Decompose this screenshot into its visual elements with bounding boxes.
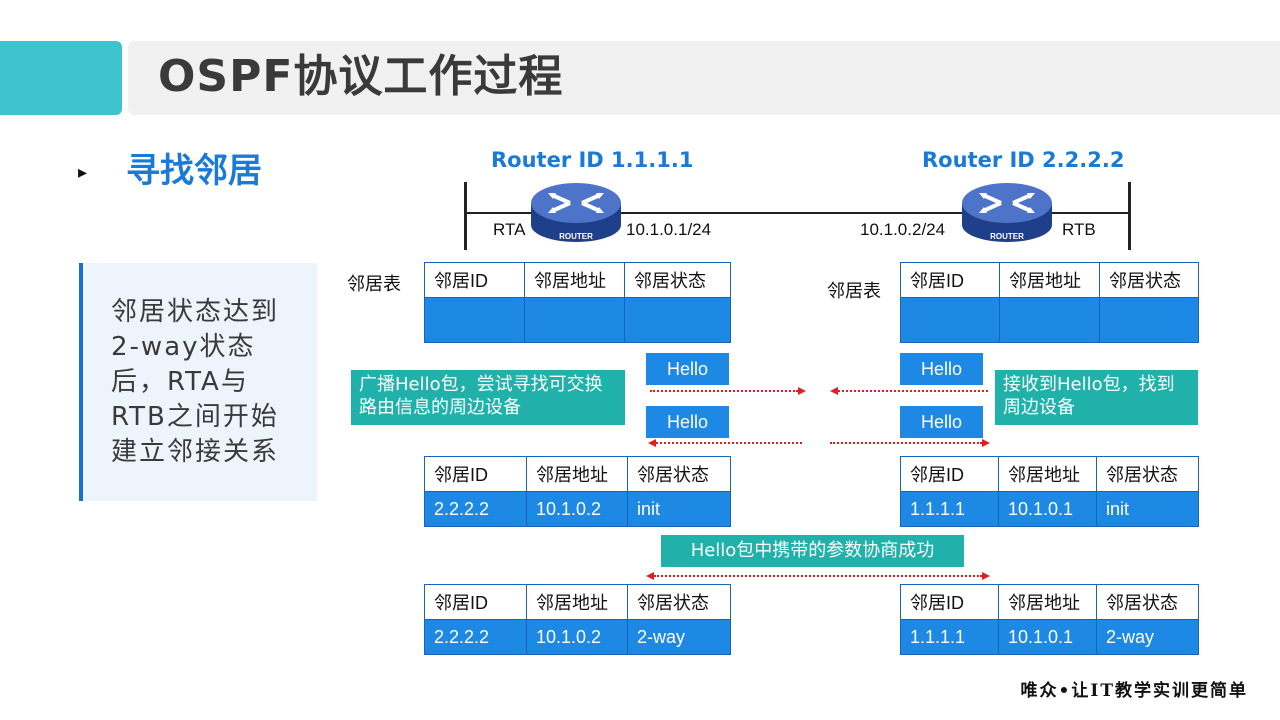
arrow-line-hello-reply-right: [830, 442, 982, 444]
neighbor-table-left-2way: 邻居ID 邻居地址 邻居状态 2.2.2.2 10.1.0.2 2-way: [424, 584, 731, 655]
rta-link-end: [464, 182, 467, 250]
hello-packet-right-top: Hello: [900, 353, 983, 385]
table-cell: 2-way: [627, 619, 731, 655]
neighbor-table-label-right: 邻居表: [827, 281, 881, 302]
note-box: 邻居状态达到2-way状态后，RTA与RTB之间开始建立邻接关系: [79, 263, 317, 501]
table-header-cell: 邻居地址: [526, 584, 628, 620]
rtb-name: RTB: [1062, 220, 1096, 239]
arrow-line-hello-out-left: [650, 390, 798, 392]
section-title: 寻找邻居: [126, 151, 262, 191]
rta-ip: 10.1.0.1/24: [626, 220, 712, 239]
link-line: [466, 212, 1130, 214]
arrow-line-hello-reply-left: [656, 442, 802, 444]
table-header-cell: 邻居ID: [900, 456, 999, 492]
table-cell: 2.2.2.2: [424, 619, 527, 655]
table-cell: 10.1.0.2: [526, 619, 628, 655]
table-header-cell: 邻居ID: [424, 262, 525, 298]
callout-negotiation-success: Hello包中携带的参数协商成功: [661, 535, 964, 567]
table-header-cell: 邻居ID: [424, 456, 527, 492]
router-a-icon: ROUTER: [531, 183, 621, 242]
hello-packet-left-top: Hello: [646, 353, 729, 385]
arrow-line-negotiation: [654, 575, 982, 577]
table-cell: [524, 297, 625, 343]
bullet-icon: ▸: [78, 162, 88, 183]
callout-broadcast: 广播Hello包，尝试寻找可交换路由信息的周边设备: [351, 370, 625, 425]
table-cell: [424, 297, 525, 343]
table-header-cell: 邻居地址: [999, 262, 1100, 298]
arrow-head-left-icon: [646, 572, 654, 580]
table-cell: init: [627, 491, 731, 527]
arrow-head-left-icon: [830, 387, 838, 395]
table-cell: [1099, 297, 1199, 343]
title-accent-bar: [0, 41, 122, 115]
table-header-cell: 邻居ID: [900, 584, 999, 620]
footer-slogan: 唯众•让IT教学实训更简单: [1020, 681, 1248, 701]
router-b-icon-text: ROUTER: [990, 232, 1024, 241]
neighbor-table-left-init: 邻居ID 邻居地址 邻居状态 2.2.2.2 10.1.0.2 init: [424, 456, 731, 527]
arrow-head-right-icon: [798, 387, 806, 395]
neighbor-table-right-2way: 邻居ID 邻居地址 邻居状态 1.1.1.1 10.1.0.1 2-way: [900, 584, 1199, 655]
neighbor-table-right-init: 邻居ID 邻居地址 邻居状态 1.1.1.1 10.1.0.1 init: [900, 456, 1199, 527]
neighbor-table-right-empty: 邻居ID 邻居地址 邻居状态: [900, 262, 1199, 343]
table-header-cell: 邻居地址: [526, 456, 628, 492]
table-header-cell: 邻居状态: [1096, 584, 1199, 620]
table-header-cell: 邻居状态: [1099, 262, 1199, 298]
hello-packet-left-bottom: Hello: [646, 406, 729, 438]
arrow-head-right-icon: [982, 439, 990, 447]
table-header-cell: 邻居地址: [998, 456, 1097, 492]
table-header-cell: 邻居状态: [627, 584, 731, 620]
table-cell: 1.1.1.1: [900, 619, 999, 655]
table-cell: init: [1096, 491, 1199, 527]
table-cell: [999, 297, 1100, 343]
table-cell: 1.1.1.1: [900, 491, 999, 527]
router-a-id: Router ID 1.1.1.1: [491, 148, 694, 172]
table-cell: [624, 297, 731, 343]
rtb-ip: 10.1.0.2/24: [860, 220, 946, 239]
arrow-head-left-icon: [648, 439, 656, 447]
neighbor-table-left-empty: 邻居ID 邻居地址 邻居状态: [424, 262, 731, 343]
rta-name: RTA: [493, 220, 526, 239]
note-text: 邻居状态达到2-way状态后，RTA与RTB之间开始建立邻接关系: [111, 297, 280, 467]
neighbor-table-label-left: 邻居表: [347, 274, 401, 295]
table-header-cell: 邻居状态: [1096, 456, 1199, 492]
table-cell: 10.1.0.1: [998, 491, 1097, 527]
hello-packet-right-bottom: Hello: [900, 406, 983, 438]
table-cell: [900, 297, 1000, 343]
callout-received: 接收到Hello包，找到周边设备: [995, 370, 1198, 425]
table-cell: 10.1.0.1: [998, 619, 1097, 655]
table-header-cell: 邻居地址: [998, 584, 1097, 620]
rtb-link-end: [1128, 182, 1131, 250]
title-bar: [128, 41, 1280, 115]
router-b-id: Router ID 2.2.2.2: [922, 148, 1125, 172]
router-b-icon: ROUTER: [962, 183, 1052, 242]
table-header-cell: 邻居ID: [424, 584, 527, 620]
router-a-icon-text: ROUTER: [559, 232, 593, 241]
table-header-cell: 邻居状态: [624, 262, 731, 298]
table-cell: 10.1.0.2: [526, 491, 628, 527]
arrow-head-right-icon: [982, 572, 990, 580]
page-title: OSPF协议工作过程: [158, 51, 564, 102]
arrow-line-hello-out-right: [838, 390, 988, 392]
table-cell: 2.2.2.2: [424, 491, 527, 527]
table-header-cell: 邻居地址: [524, 262, 625, 298]
table-header-cell: 邻居状态: [627, 456, 731, 492]
table-cell: 2-way: [1096, 619, 1199, 655]
table-header-cell: 邻居ID: [900, 262, 1000, 298]
